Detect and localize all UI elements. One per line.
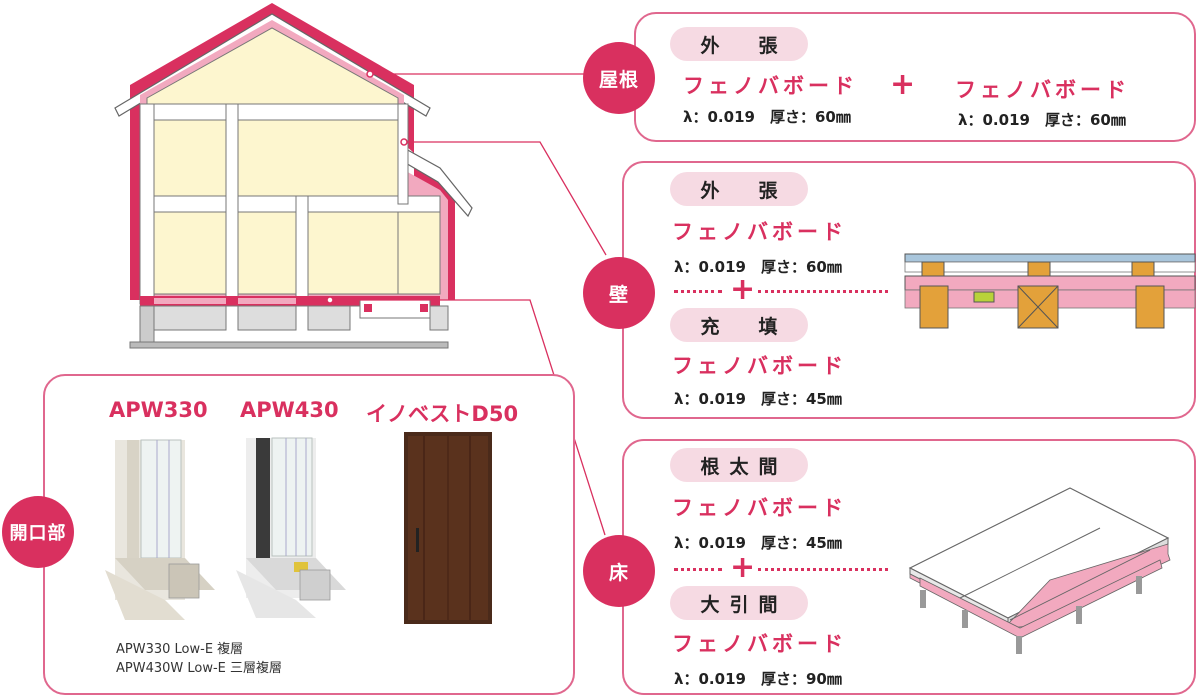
window-note-1: APW330 Low-E 複層 (116, 642, 244, 657)
wall-outer-spec: λ：0.019 厚さ：60㎜ (674, 258, 842, 276)
roof-right-spec: λ：0.019 厚さ：60㎜ (958, 111, 1126, 129)
house-cross-section (114, 3, 607, 536)
floor-second-spec: λ：0.019 厚さ：90㎜ (674, 670, 842, 688)
wall-divider-left (674, 290, 722, 293)
roof-tag: 外 張 (670, 27, 808, 61)
floor-badge: 床 (583, 535, 655, 607)
wall-inner-spec: λ：0.019 厚さ：45㎜ (674, 390, 842, 408)
window-apw430-image (236, 437, 346, 618)
floor-second-material: フェノバボード (672, 632, 847, 656)
floor-first-material: フェノバボード (672, 496, 847, 520)
wall-outer-tag: 外 張 (670, 172, 808, 206)
wall-divider-right (758, 290, 888, 293)
wall-badge: 壁 (583, 257, 655, 329)
wall-outer-material: フェノバボード (672, 220, 847, 244)
floor-divider-right (758, 568, 888, 571)
product-apw330: APW330 (109, 398, 208, 422)
product-apw430: APW430 (240, 398, 339, 422)
openings-badge: 開口部 (2, 496, 74, 568)
product-door-d50: イノベストD50 (366, 402, 519, 426)
plus-icon: + (890, 67, 916, 102)
wall-inner-material: フェノバボード (672, 354, 847, 378)
wall-section-illustration (904, 253, 1196, 329)
floor-second-tag: 大引間 (670, 586, 808, 620)
roof-badge: 屋根 (583, 42, 655, 114)
floor-first-tag: 根太間 (670, 448, 808, 482)
roof-right-material: フェノバボード (955, 78, 1130, 102)
plus-icon: + (730, 272, 756, 307)
floor-first-spec: λ：0.019 厚さ：45㎜ (674, 534, 842, 552)
plus-icon: + (730, 550, 756, 585)
floor-divider-left (674, 568, 722, 571)
window-note-2: APW430W Low-E 三層複層 (116, 661, 283, 676)
roof-left-spec: λ：0.019 厚さ：60㎜ (683, 108, 851, 126)
window-apw330-image (105, 439, 215, 620)
floor-structure-illustration (908, 487, 1171, 654)
wall-inner-tag: 充 填 (670, 308, 808, 342)
roof-left-material: フェノバボード (683, 74, 858, 98)
door-d50-image (404, 432, 492, 624)
